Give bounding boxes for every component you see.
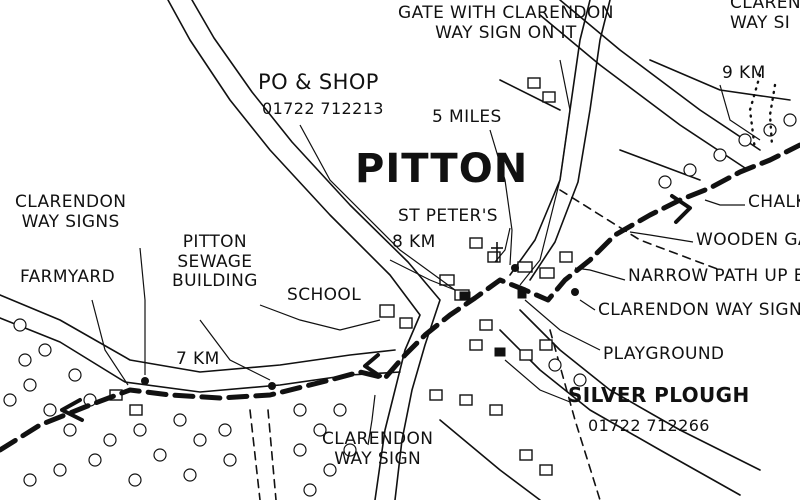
gate-sign-label: GATE WITH CLARENDON WAY SIGN ON IT <box>398 3 614 43</box>
lane-dashed-3 <box>559 189 721 271</box>
north-road-east-edge <box>529 0 611 281</box>
clarendon-way-signs-right-label: CLARENDON WAY SIGNS <box>598 300 800 320</box>
field-boundary-1 <box>499 79 561 111</box>
field-boundary-3 <box>439 419 541 500</box>
silver-plough-label: SILVER PLOUGH <box>568 383 750 407</box>
building <box>469 339 483 351</box>
building <box>489 404 503 416</box>
building <box>399 317 413 329</box>
building <box>439 274 455 286</box>
building <box>129 404 143 416</box>
building <box>542 91 556 103</box>
narrow-path-label: NARROW PATH UP B <box>628 266 800 286</box>
pitton-sewage-label: PITTON SEWAGE BUILDING <box>172 232 258 292</box>
walking-route <box>0 142 800 453</box>
lane-dashed-1 <box>249 409 261 500</box>
seven-km-label: 7 KM <box>176 349 220 369</box>
main-road-east-edge <box>191 0 441 500</box>
building <box>519 349 533 361</box>
building <box>469 237 483 249</box>
dotted-track-2 <box>768 83 777 147</box>
building <box>459 394 473 406</box>
lane-dashed-2 <box>267 409 277 500</box>
trees-group <box>3 113 797 497</box>
building <box>559 251 573 263</box>
building <box>539 339 553 351</box>
five-miles-label: 5 MILES <box>432 107 502 127</box>
waypoint-dots <box>141 264 579 390</box>
clarendon-way-top-right-label: CLARENDON WAY SI <box>730 0 800 33</box>
building-school <box>379 304 395 318</box>
building <box>539 464 553 476</box>
se-road-north-edge <box>519 309 761 471</box>
building <box>527 77 541 89</box>
building <box>517 261 533 273</box>
nine-km-label: 9 KM <box>722 63 766 83</box>
dotted-track <box>748 73 762 152</box>
route-arrow-west <box>60 398 84 422</box>
route-arrow-east <box>670 194 692 224</box>
eight-km-label: 8 KM <box>392 232 436 252</box>
building <box>429 389 443 401</box>
playground-label: PLAYGROUND <box>603 344 725 364</box>
clarendon-way-sign-bottom-label: CLARENDON WAY SIGN <box>322 429 434 469</box>
route-arrow-village <box>363 353 382 378</box>
po-shop-label: PO & SHOP <box>258 70 379 94</box>
building <box>519 449 533 461</box>
village-name-label: PITTON <box>355 146 529 192</box>
st-peters-label: ST PETER'S <box>398 206 498 226</box>
main-road-west-edge <box>167 0 421 500</box>
farmyard-label: FARMYARD <box>20 267 116 287</box>
ne-road-south-edge <box>539 14 746 169</box>
leader-lines <box>91 59 761 446</box>
school-label: SCHOOL <box>287 285 362 305</box>
clarendon-way-signs-left-label: CLARENDON WAY SIGNS <box>15 192 127 232</box>
po-shop-phone-label: 01722 712213 <box>262 99 384 118</box>
west-road-north-edge <box>0 294 396 373</box>
building-silver-plough <box>494 347 506 357</box>
lane-dashed-4 <box>549 329 601 500</box>
building <box>539 267 555 279</box>
chalk-label: CHALK <box>748 192 800 212</box>
building <box>479 319 493 331</box>
silver-plough-phone-label: 01722 712266 <box>588 416 710 435</box>
building-po-shop <box>459 291 471 301</box>
ne-road-branch <box>649 59 791 101</box>
ne-road-north-edge <box>559 0 761 151</box>
building <box>487 251 501 263</box>
wooden-gate-label: WOODEN GA <box>696 230 800 250</box>
